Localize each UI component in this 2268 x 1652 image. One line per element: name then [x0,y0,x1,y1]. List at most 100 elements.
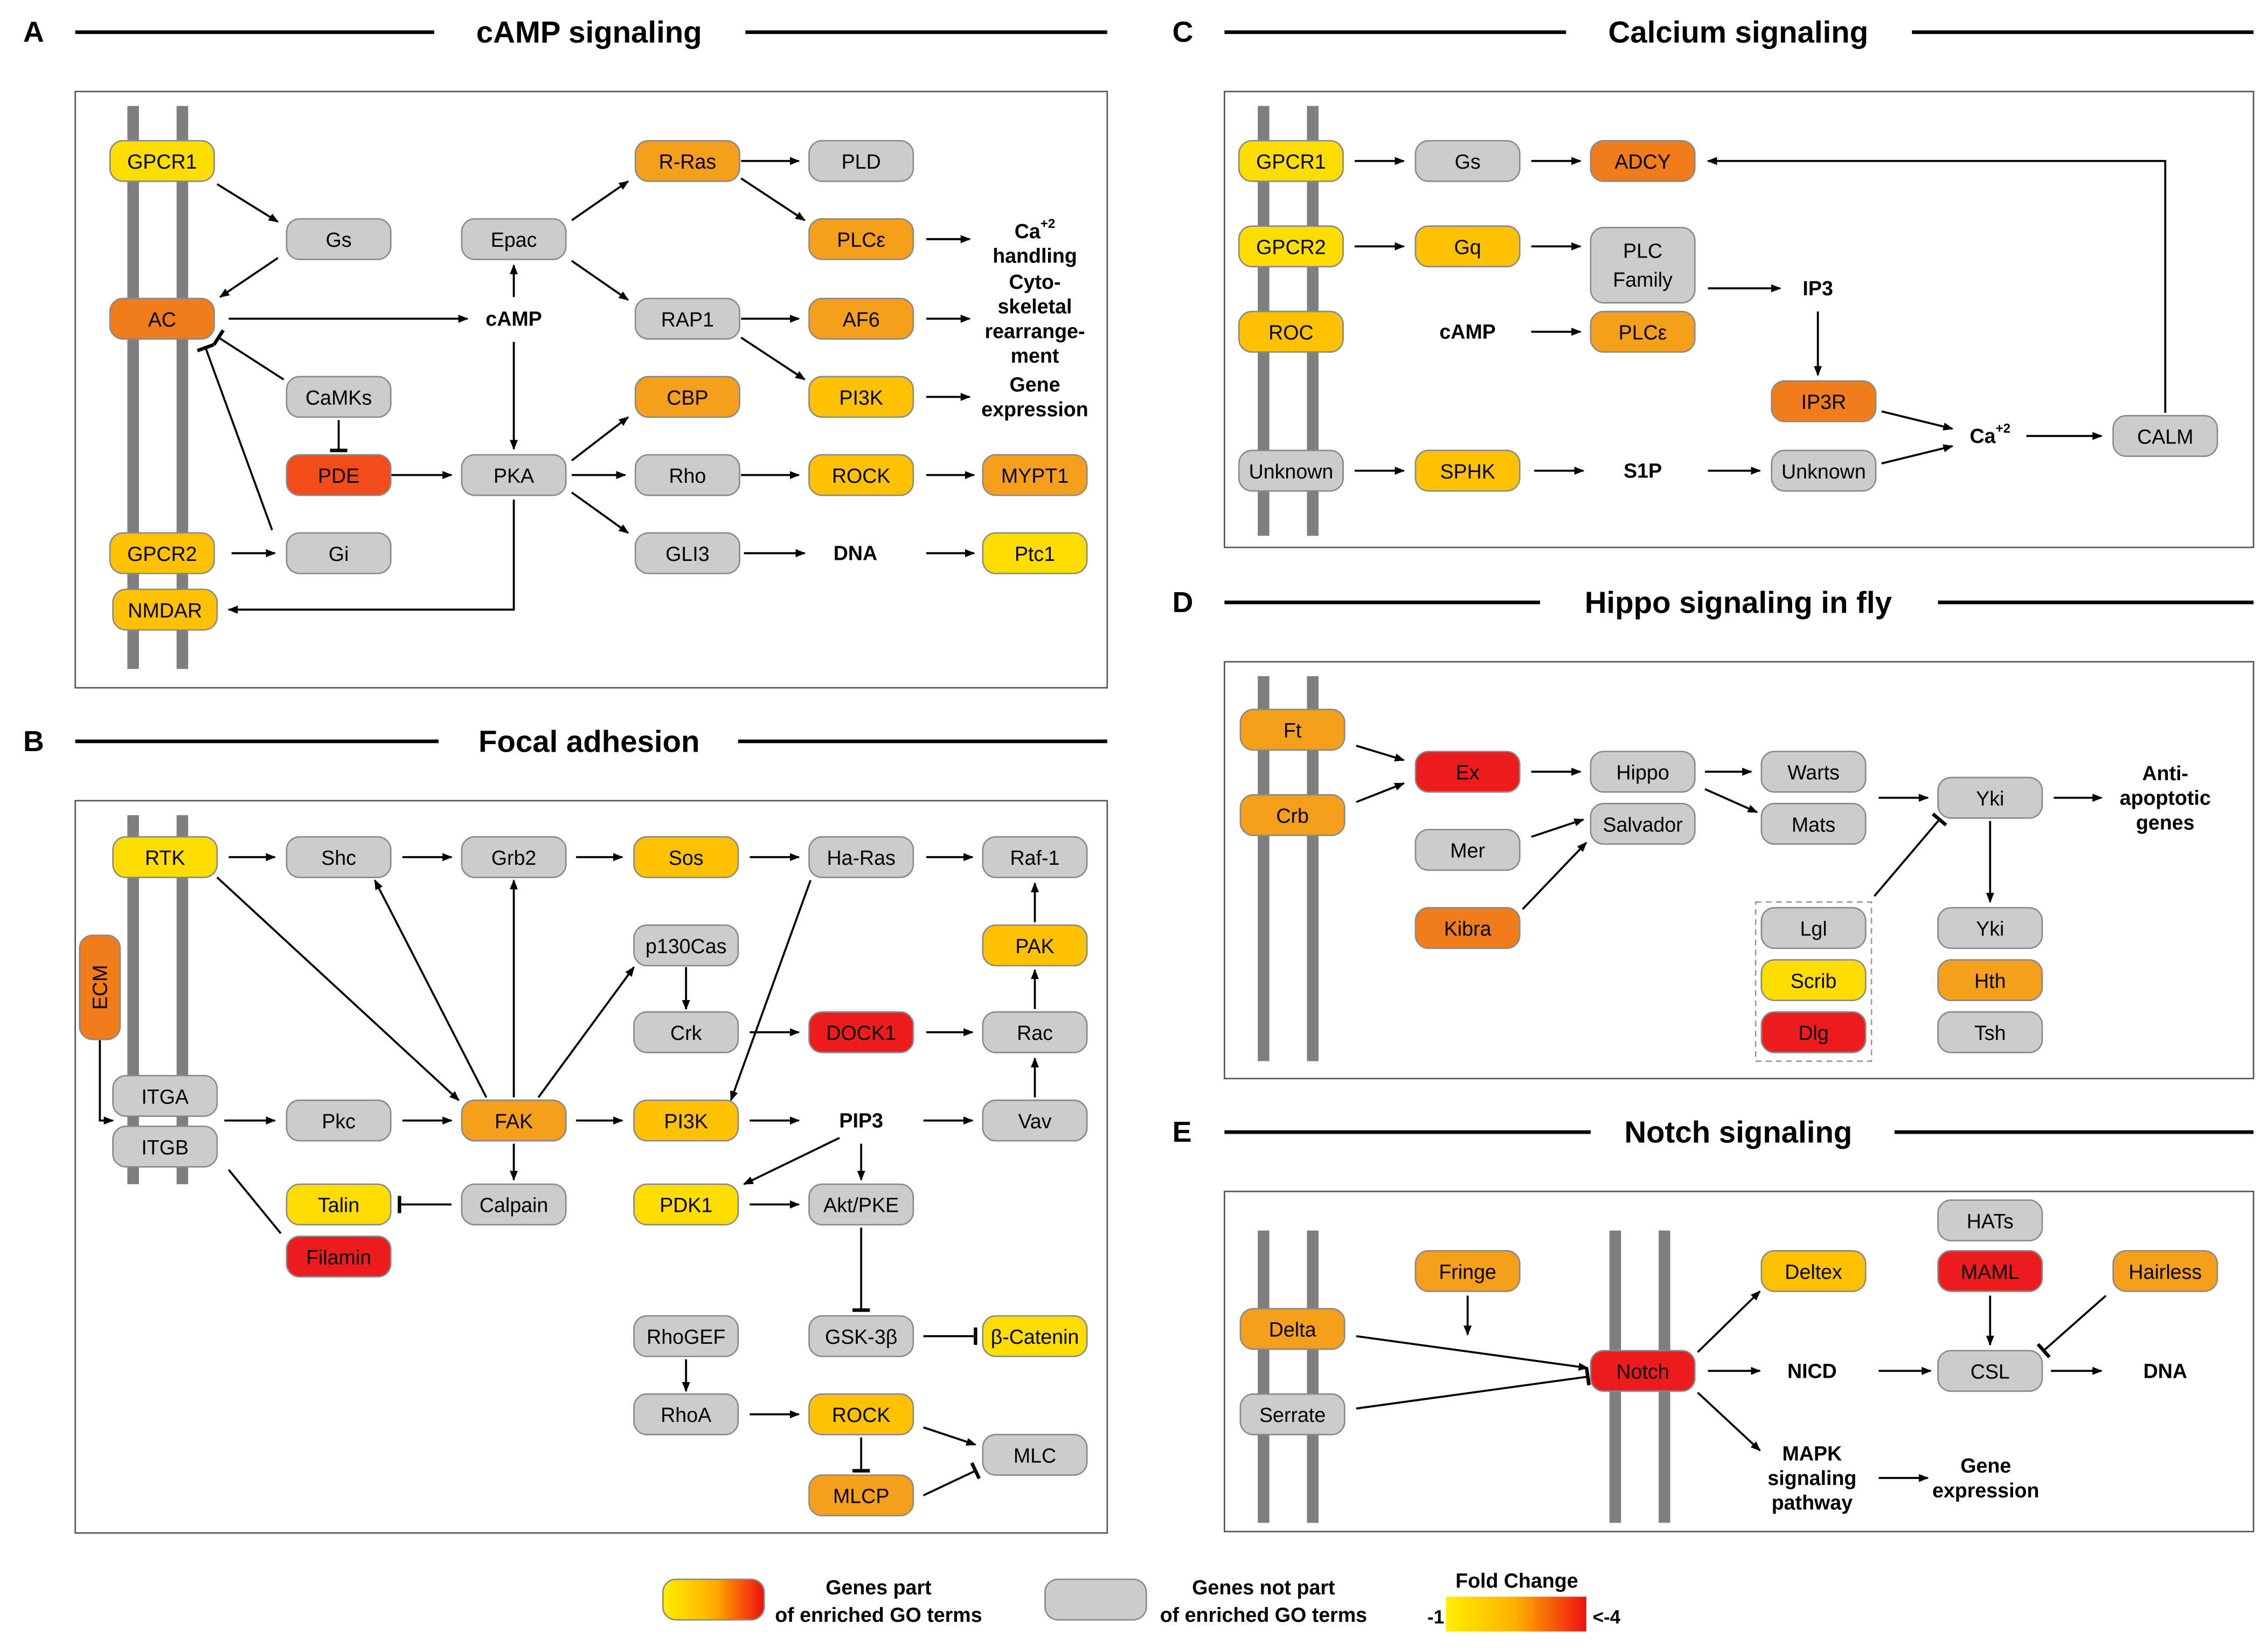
node-d-ft: Ft [1239,709,1345,751]
node-box [1239,794,1345,836]
node-label: CSL [1971,1361,2010,1383]
edge [740,336,806,380]
edge [537,966,635,1098]
node-label: GPCR2 [127,543,197,565]
node-label: Kibra [1444,918,1492,940]
node-box [1590,1350,1696,1392]
node-label: AC [148,308,176,331]
text-b-pip3: PIP3 [839,1109,883,1132]
node-b-pak: PAK [982,924,1088,967]
node-box [2112,1250,2218,1292]
node-b-vav: Vav [982,1099,1088,1142]
node-label: CaMKs [306,386,372,409]
panel-frame [74,91,1108,689]
node-box [633,1315,739,1357]
node-label: Akt/PKE [823,1194,899,1217]
node-box [1414,751,1521,793]
node-box [982,1434,1088,1476]
node-a-pld: PLD [808,140,914,182]
node-a-pka: PKA [461,454,567,496]
node-b-rhogef: RhoGEF [633,1315,739,1357]
node-box [1414,140,1521,182]
panel-frame [1224,1190,2255,1532]
node-label: Salvador [1603,813,1682,836]
node-e-hairless: Hairless [2112,1250,2218,1292]
node-box [1239,1308,1345,1350]
edge [99,1039,114,1125]
node-d-hth: Hth [1937,959,2043,1002]
node-label: Notch [1617,1361,1669,1383]
node-label: Ha-Ras [827,846,895,869]
node-label: Yki [1976,787,2004,810]
panel-frame [1224,661,2255,1080]
edge [1356,1335,1589,1371]
edge [1356,782,1405,803]
node-box [461,218,567,260]
node-box [634,532,740,574]
node-box [1239,709,1345,751]
node-label: Mats [1792,813,1835,836]
membrane-bar [1307,1230,1319,1523]
node-box [1590,140,1696,182]
node-box [1760,803,1867,845]
node-b-filamin: Filamin [286,1235,392,1278]
node-box [982,836,1088,878]
node-box [1937,1350,2043,1392]
node-label: GSK-3β [825,1325,897,1348]
node-b-grb2: Grb2 [461,836,567,878]
node-label: Vav [1018,1110,1052,1133]
node-box [808,218,914,260]
text-c-camp: cAMP [1439,321,1495,343]
node-label: RhoGEF [647,1325,725,1348]
node-label: PDK1 [660,1194,712,1217]
node-box [109,297,215,340]
node-label: Dlg [1798,1022,1828,1044]
node-box [1937,1250,2043,1292]
edge [2036,1295,2107,1358]
node-label: PDE [318,464,359,487]
edge [374,879,488,1098]
node-label: Warts [1787,761,1840,784]
node-label: SPHK [1440,460,1495,483]
node-label: R-Ras [659,150,717,173]
node-b-dock1: DOCK1 [808,1011,914,1053]
node-a-gli3: GLI3 [634,532,740,574]
node-label: Epac [491,228,537,251]
node-box [1414,829,1521,871]
node-label: MAML [1961,1260,2020,1283]
node-box [286,218,392,260]
membrane-bar [1258,676,1270,1061]
node-label: Mer [1450,839,1485,862]
node-b-mlcp: MLCP [808,1474,914,1517]
node-box [461,454,567,496]
node-box [982,924,1088,967]
node-box [112,1074,218,1117]
node-box [1760,751,1867,793]
node-box [808,1393,914,1435]
node-label: GPCR2 [1256,236,1326,259]
node-box [808,836,914,878]
node-label: Hippo [1617,761,1669,784]
node-box [808,454,914,496]
edge [740,177,806,221]
edge [1356,1368,1591,1410]
node-b-pi3k: PI3K [633,1099,739,1142]
node-a-rras: R-Ras [634,140,740,182]
node-box [461,1183,567,1226]
node-label: GLI3 [665,543,710,565]
edge [1881,444,1954,464]
panel-letter: E [1173,1116,1192,1148]
node-box [286,1183,392,1226]
node-box [808,1315,914,1357]
edge [571,180,629,221]
node-b-pkc: Pkc [286,1099,392,1142]
node-box [633,1393,739,1435]
node-label: ITGA [141,1085,189,1108]
edge [571,416,629,462]
